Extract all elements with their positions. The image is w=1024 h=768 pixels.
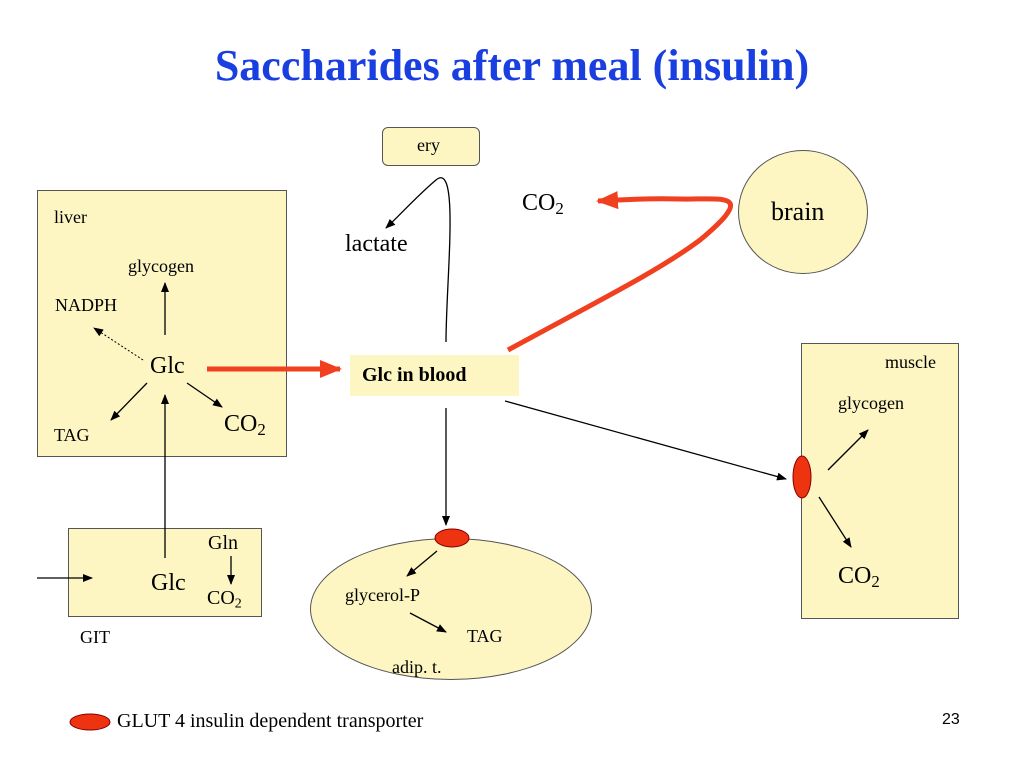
co2-sub: 2 xyxy=(234,596,242,612)
blood-muscle-arrow xyxy=(504,400,787,481)
liver-co2-label: CO2 xyxy=(224,411,266,440)
liver-label: liver xyxy=(54,207,87,227)
adipose-tag-label: TAG xyxy=(467,626,503,646)
liver-glc-label: Glc xyxy=(150,353,185,379)
liver-glc-nadph-arrow xyxy=(93,327,144,361)
muscle-glycogen-arrow xyxy=(827,429,869,471)
blood-box xyxy=(350,355,519,396)
liver-tag-label: TAG xyxy=(54,425,90,445)
brain-circle xyxy=(738,150,868,274)
muscle-co2-arrow xyxy=(818,496,852,548)
git-gln-label: Gln xyxy=(208,532,238,554)
ery-lactate-arrow xyxy=(385,177,451,343)
adipose-glycerolp-label: glycerol-P xyxy=(345,585,420,605)
muscle-glut4-transporter xyxy=(792,455,812,499)
adipose-glut4-transporter xyxy=(434,528,470,548)
ery-label: ery xyxy=(417,135,440,155)
muscle-co2-label: CO2 xyxy=(838,563,880,592)
adipose-ellipse xyxy=(310,538,592,680)
git-co2-label: CO2 xyxy=(207,587,242,613)
liver-glc-tag-arrow xyxy=(110,382,148,421)
blood-label: Glc in blood xyxy=(362,364,467,386)
brain-co2-label: CO2 xyxy=(522,190,564,219)
legend-text: GLUT 4 insulin dependent transporter xyxy=(117,710,424,732)
muscle-label: muscle xyxy=(885,352,936,372)
liver-nadph-label: NADPH xyxy=(55,295,118,315)
co2-base: CO xyxy=(522,190,556,216)
brain-label: brain xyxy=(771,197,825,226)
blood-brain-co2-arrow xyxy=(506,191,734,353)
muscle-box xyxy=(801,343,959,619)
liver-glycogen-label: glycogen xyxy=(128,256,194,276)
adipose-glycerolp-arrow xyxy=(406,550,438,577)
liver-glc-co2-arrow xyxy=(186,382,223,408)
co2-base: CO xyxy=(207,587,235,609)
lactate-label: lactate xyxy=(345,231,408,257)
git-label: GIT xyxy=(80,627,110,647)
page-number: 23 xyxy=(942,711,960,728)
git-glc-label: Glc xyxy=(151,570,186,596)
co2-sub: 2 xyxy=(257,420,266,440)
co2-sub: 2 xyxy=(555,199,564,219)
co2-base: CO xyxy=(224,411,258,437)
liver-box xyxy=(37,190,287,457)
adipose-label: adip. t. xyxy=(392,657,442,677)
page-title: Saccharides after meal (insulin) xyxy=(214,41,810,90)
ery-box xyxy=(382,127,480,166)
legend-glut4-symbol xyxy=(69,713,111,731)
co2-base: CO xyxy=(838,563,872,589)
muscle-glycogen-label: glycogen xyxy=(838,393,904,413)
co2-sub: 2 xyxy=(871,572,880,592)
adipose-tag-arrow xyxy=(409,612,447,633)
